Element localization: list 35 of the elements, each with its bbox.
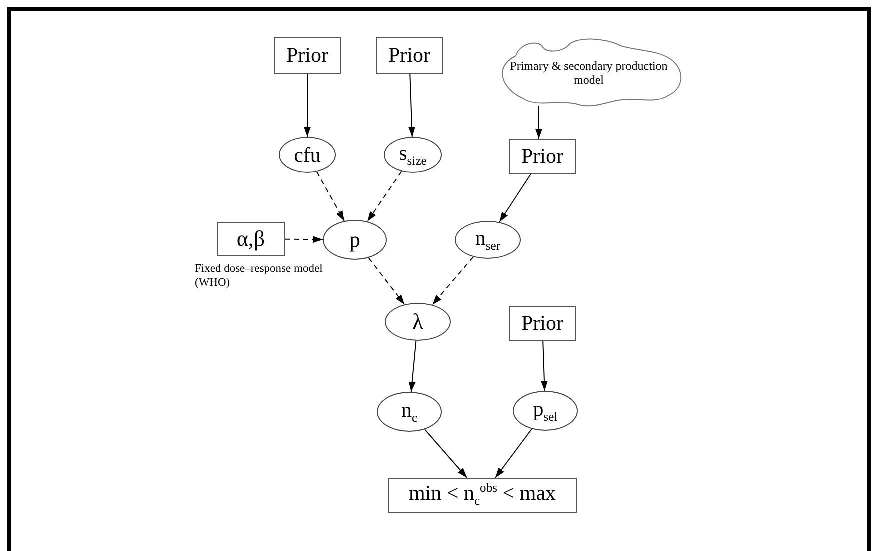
node-label: n$_{c}$ bbox=[401, 398, 418, 426]
prior-box bbox=[274, 37, 341, 74]
node-caption: Fixed dose–response model (WHO) bbox=[195, 262, 324, 290]
node-label: p bbox=[350, 227, 360, 253]
arrow bbox=[408, 340, 417, 393]
arrow bbox=[540, 340, 548, 392]
arrow bbox=[495, 428, 532, 478]
model-label: Primary & secondary production model bbox=[509, 59, 669, 87]
node-label: p$_{sel}$ bbox=[533, 396, 558, 426]
node-label: min < n$_{c}$$^{obs}$ < max bbox=[408, 481, 556, 510]
arrow bbox=[316, 171, 345, 222]
arrow bbox=[284, 236, 324, 244]
arrow bbox=[424, 429, 468, 478]
arrow bbox=[536, 106, 542, 140]
arrow bbox=[368, 258, 406, 306]
arrow bbox=[408, 74, 416, 138]
prior-box bbox=[376, 37, 443, 74]
node-label: s$_{size}$ bbox=[399, 140, 427, 170]
variable-ellipse bbox=[279, 137, 336, 173]
node-label: Prior bbox=[522, 144, 564, 169]
prior-box bbox=[388, 478, 577, 513]
prior-box bbox=[509, 139, 576, 174]
arrow bbox=[304, 74, 311, 138]
arrow bbox=[367, 171, 402, 222]
node-label: Prior bbox=[388, 43, 430, 68]
node-label: λ bbox=[412, 309, 424, 335]
node-label: n$_{ser}$ bbox=[475, 226, 501, 254]
prior-box bbox=[217, 222, 285, 256]
arrow bbox=[432, 256, 474, 306]
node-label: α,β bbox=[236, 226, 266, 252]
node-label: cfu bbox=[294, 142, 321, 168]
arrow bbox=[499, 174, 532, 223]
node-label: Prior bbox=[522, 311, 564, 336]
node-label: Prior bbox=[286, 43, 328, 68]
prior-box bbox=[509, 306, 576, 341]
